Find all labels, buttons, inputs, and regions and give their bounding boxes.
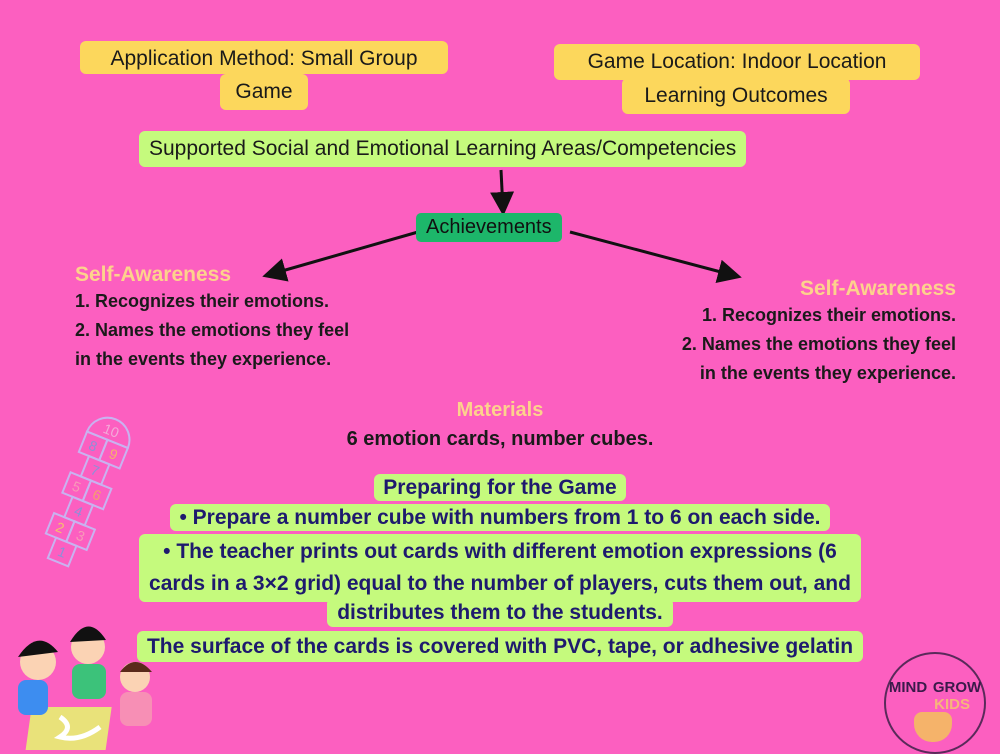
application-method-label-2: Game <box>235 80 293 103</box>
left-title: Self-Awareness <box>75 263 232 286</box>
mind-grow-kids-logo: MIND GROW KIDS <box>884 652 986 754</box>
learning-outcomes-box: Learning Outcomes <box>622 78 850 114</box>
hop-number: 4 <box>72 502 85 520</box>
hopscotch-illustration: 10 8 9 7 5 6 4 2 3 1 <box>44 416 131 568</box>
preparing-line: • Prepare a number cube with numbers fro… <box>170 504 830 531</box>
arrow-left <box>262 230 419 282</box>
preparing-last: The surface of the cards is covered with… <box>136 631 864 662</box>
hop-number: 5 <box>70 478 83 496</box>
left-line: 1. Recognizes their emotions. <box>75 291 330 311</box>
logo-text-kids: KIDS <box>934 696 970 713</box>
right-line: in the events they experience. <box>699 363 956 383</box>
right-outcomes: Self-Awareness 1. Recognizes their emoti… <box>682 277 956 388</box>
game-location-box: Game Location: Indoor Location <box>554 44 920 80</box>
preparing-line: cards in a 3×2 grid) equal to the number… <box>149 572 851 595</box>
right-line: 2. Names the emotions they feel <box>681 334 956 354</box>
preparing-title: Preparing for the Game <box>374 474 626 501</box>
achievements-label: Achievements <box>426 216 552 238</box>
materials: Materials 6 emotion cards, number cubes. <box>0 399 1000 456</box>
hop-number: 7 <box>88 461 101 479</box>
game-location-label: Game Location: Indoor Location <box>587 50 887 73</box>
right-line: 1. Recognizes their emotions. <box>701 305 956 325</box>
application-method-box: Application Method: Small Group <box>80 41 448 74</box>
materials-title: Materials <box>456 399 544 421</box>
preparing-line: • The teacher prints out cards with diff… <box>163 540 837 563</box>
children-playing-illustration <box>18 626 152 750</box>
hop-number: 10 <box>101 420 122 441</box>
hop-number: 9 <box>107 445 120 463</box>
application-method-box-2: Game <box>220 74 308 110</box>
preparing-section: Preparing for the Game • Prepare a numbe… <box>0 474 1000 662</box>
logo-head-icon <box>914 712 952 742</box>
hop-number: 2 <box>54 519 67 537</box>
logo-text-mind: MIND <box>888 679 928 696</box>
left-line: in the events they experience. <box>75 349 332 369</box>
competencies-label: Supported Social and Emotional Learning … <box>149 137 737 160</box>
right-title: Self-Awareness <box>799 277 956 300</box>
logo-text-grow: GROW <box>932 679 982 696</box>
hop-number: 1 <box>56 543 69 561</box>
arrow-down <box>490 169 515 216</box>
application-method-label: Application Method: Small Group <box>110 47 418 70</box>
achievements-box: Achievements <box>416 213 562 242</box>
left-line: 2. Names the emotions they feel <box>75 320 350 340</box>
preparing-line: distributes them to the students. <box>327 598 673 627</box>
learning-outcomes-label: Learning Outcomes <box>644 84 828 107</box>
arrow-right <box>569 230 742 283</box>
left-outcomes: Self-Awareness 1. Recognizes their emoti… <box>75 263 349 374</box>
hop-number: 3 <box>74 527 87 545</box>
hop-number: 6 <box>90 486 103 504</box>
materials-text: 6 emotion cards, number cubes. <box>346 428 654 450</box>
hop-number: 8 <box>87 437 100 455</box>
competencies-box: Supported Social and Emotional Learning … <box>139 131 747 167</box>
